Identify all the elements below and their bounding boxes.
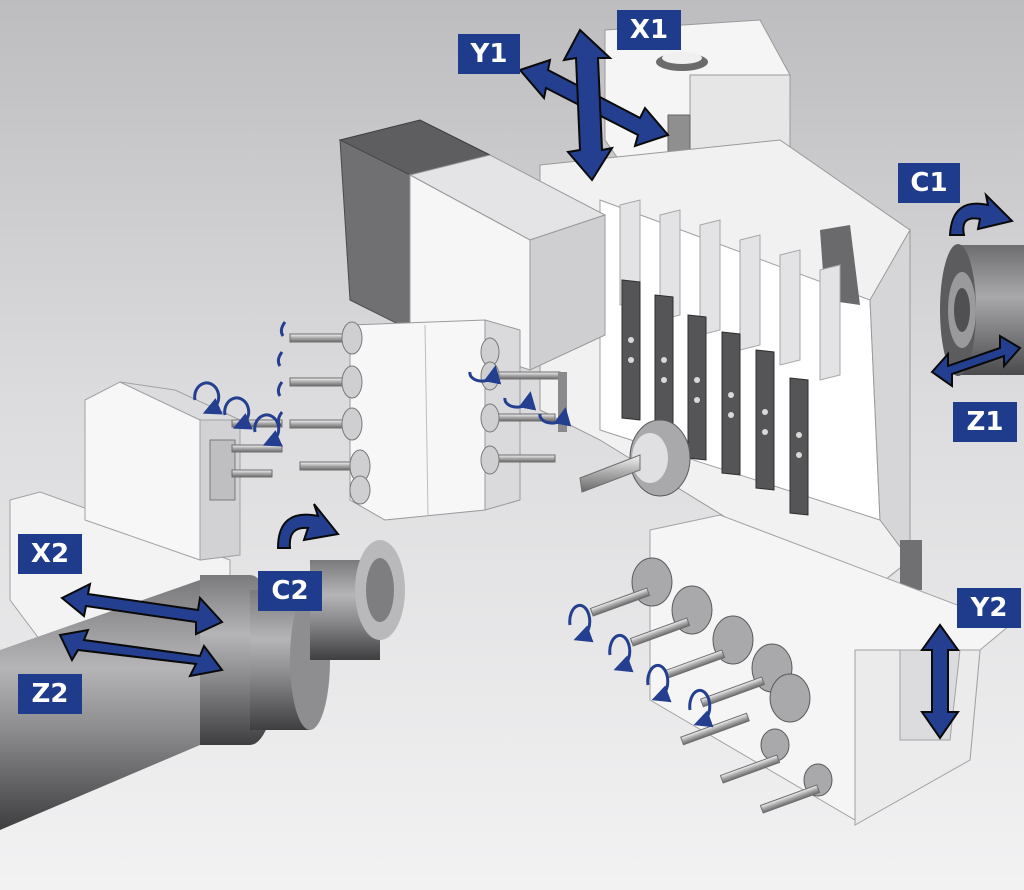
axis-label-z1: Z1 bbox=[953, 402, 1017, 442]
gang-tool-bolts bbox=[628, 337, 802, 458]
axis-label-x2: X2 bbox=[18, 534, 82, 574]
turret-tools-left bbox=[289, 321, 371, 505]
axis-label-c2: C2 bbox=[258, 571, 322, 611]
axis-label-y2: Y2 bbox=[957, 588, 1021, 628]
angled-beam bbox=[338, 119, 607, 371]
sub-spindle bbox=[0, 540, 405, 830]
y2-arrow bbox=[920, 623, 960, 740]
rotation-indicators bbox=[193, 321, 714, 728]
axis-label-y1: Y1 bbox=[458, 34, 520, 74]
x2-z2-arrows bbox=[58, 582, 224, 678]
axis-label-z2: Z2 bbox=[18, 674, 82, 714]
turret-tools-right bbox=[480, 337, 567, 475]
x1-y1-arrows bbox=[518, 28, 670, 182]
z1-arrow bbox=[930, 334, 1022, 388]
axis-arrows bbox=[58, 28, 1022, 740]
axis-label-x1: X1 bbox=[617, 10, 681, 50]
axis-label-c1: C1 bbox=[898, 163, 960, 203]
gang-tools bbox=[621, 279, 809, 516]
c1-arrow bbox=[948, 191, 1014, 236]
center-drill bbox=[579, 419, 691, 497]
left-tool-block bbox=[9, 381, 283, 641]
c2-arrow bbox=[276, 503, 340, 549]
